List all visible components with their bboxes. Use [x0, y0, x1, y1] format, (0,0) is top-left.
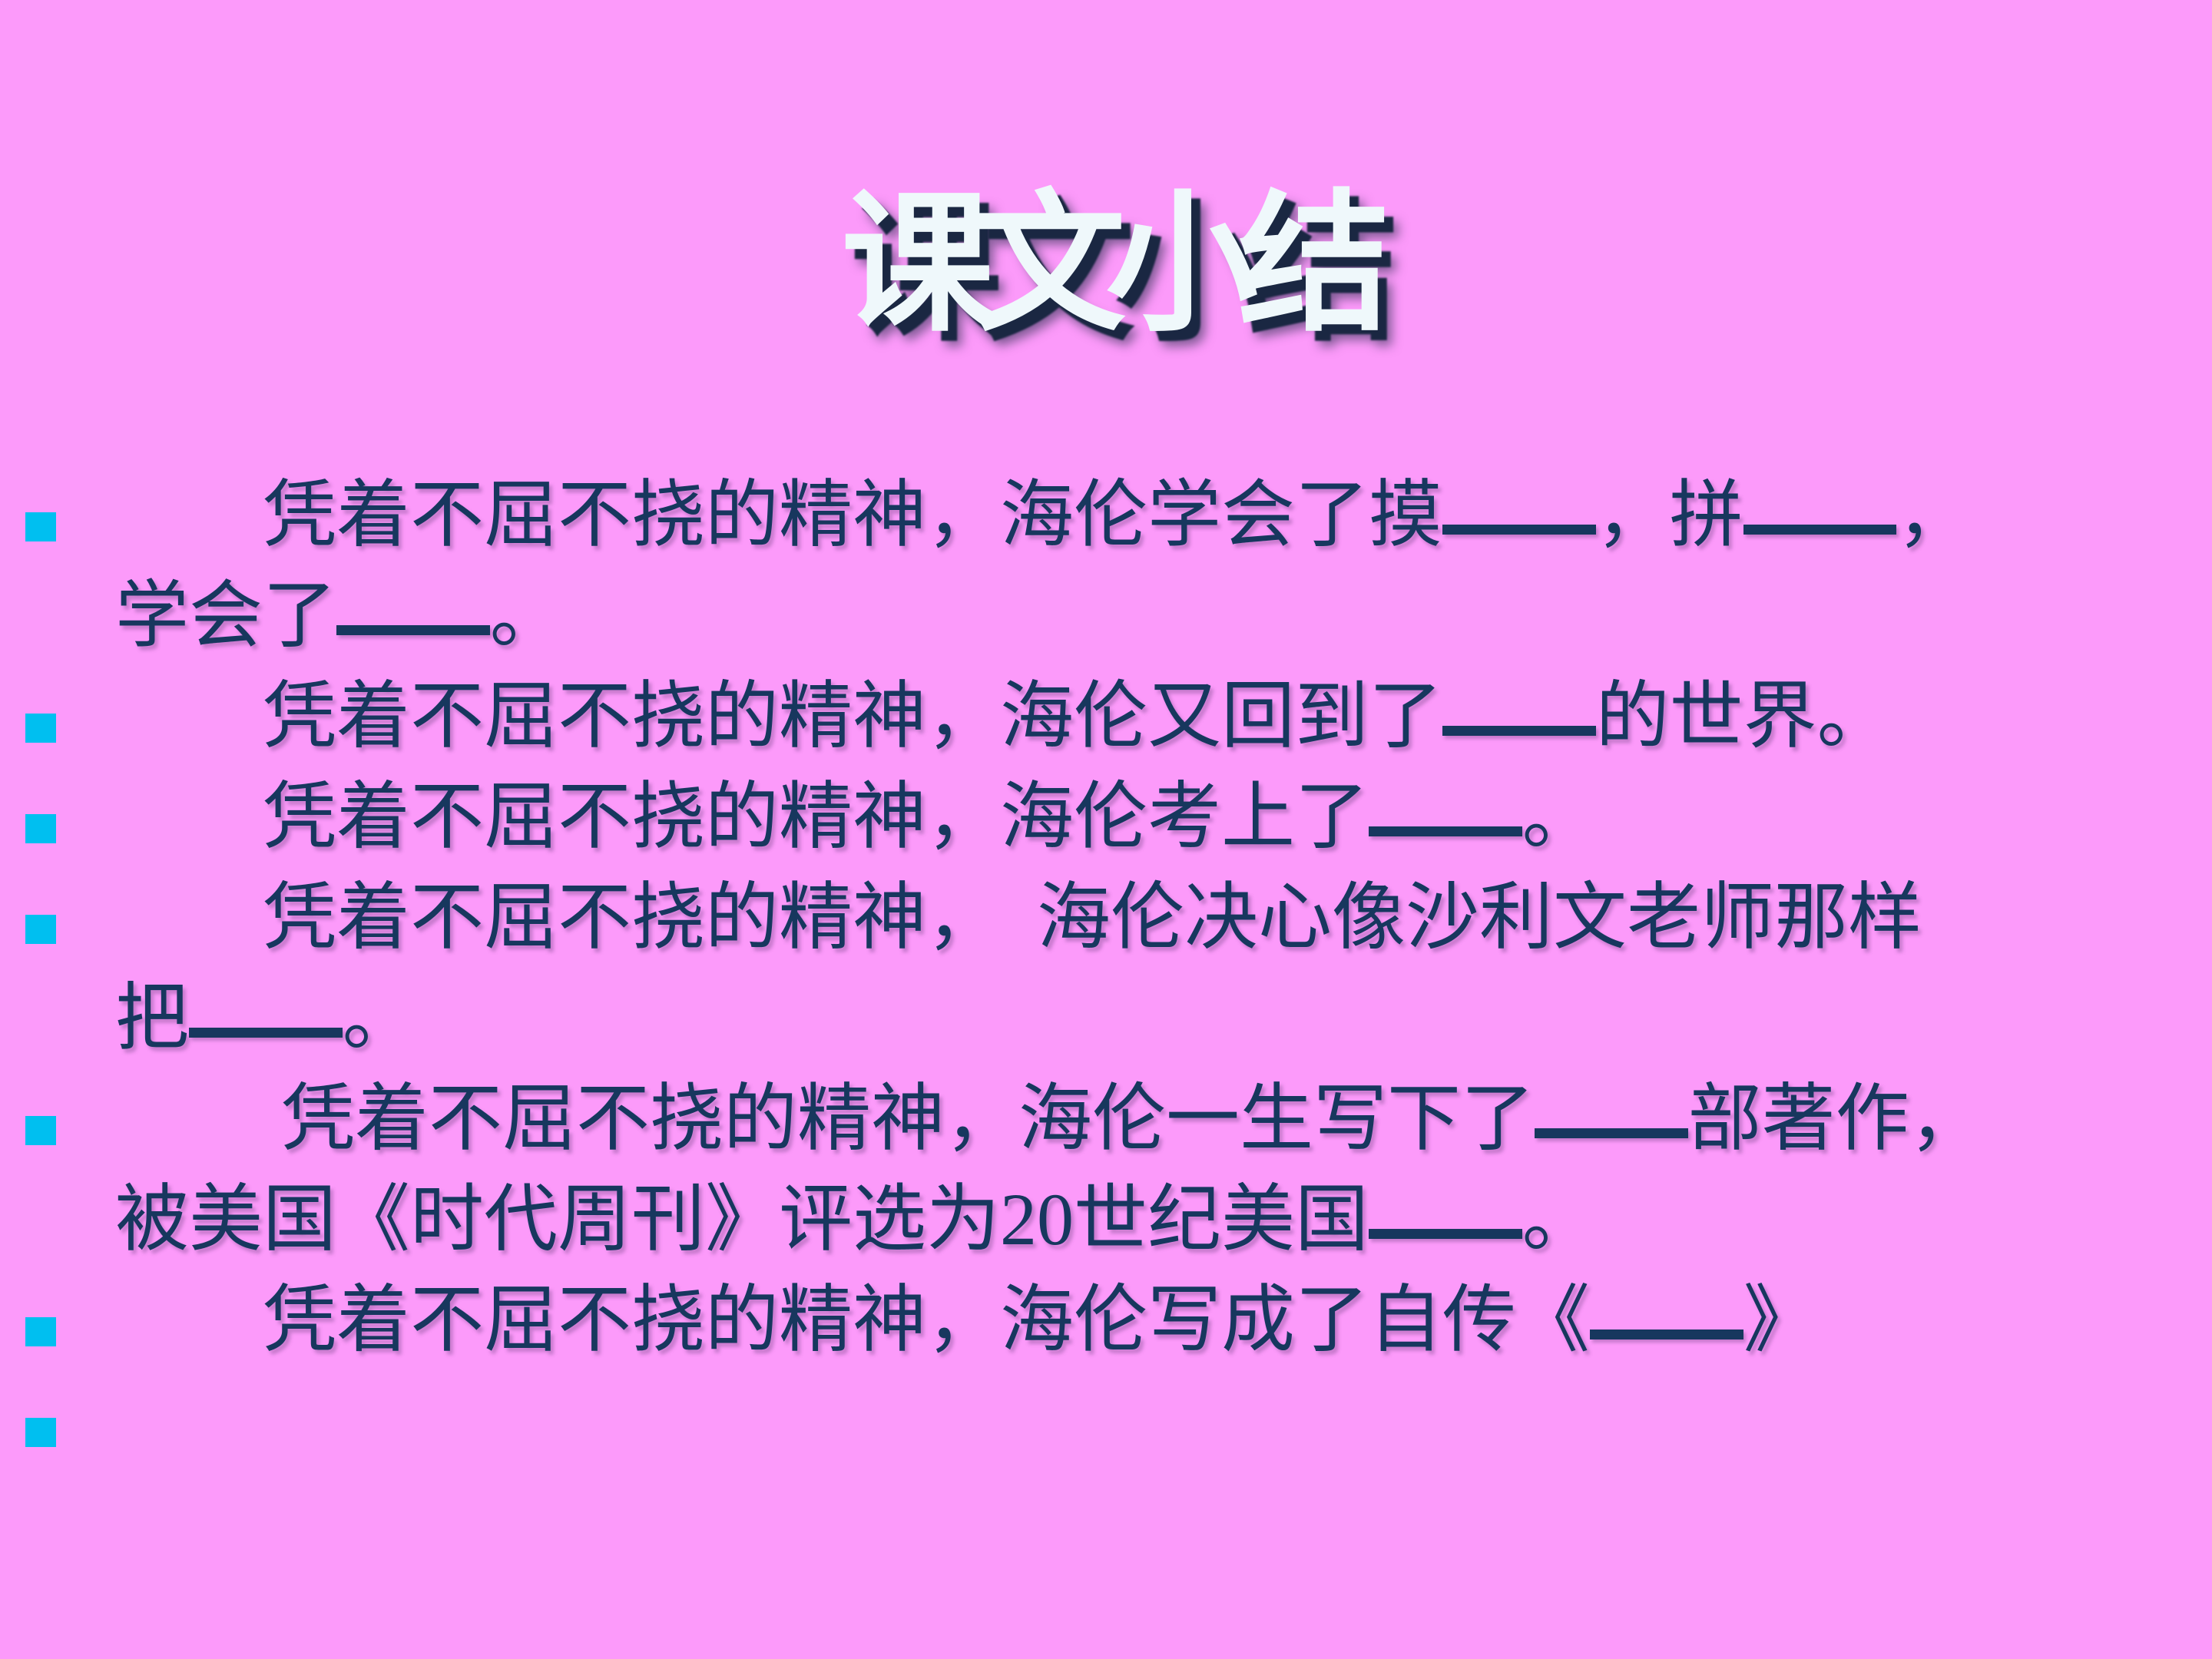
bullet-text: 凭着不屈不挠的精神， 海伦决心像沙利文老师那样 把。 — [115, 876, 1922, 1059]
bullet-item — [0, 1370, 2104, 1471]
bullet-square-icon — [25, 1115, 56, 1145]
bullet-text: 凭着不屈不挠的精神，海伦一生写下了部著作， 被美国《时代周刊》评选为20世纪美国… — [115, 1077, 1983, 1260]
bullet-item: 凭着不屈不挠的精神，海伦又回到了的世界。 — [0, 666, 2104, 767]
bullet-item: 凭着不屈不挠的精神， 海伦决心像沙利文老师那样 把。 — [0, 867, 2104, 1068]
bullet-text: 凭着不屈不挠的精神，海伦又回到了的世界。 — [115, 674, 1891, 757]
bullet-item: 凭着不屈不挠的精神，海伦一生写下了部著作， 被美国《时代周刊》评选为20世纪美国… — [0, 1068, 2104, 1270]
bullet-item: 凭着不屈不挠的精神，海伦学会了摸，拼， 学会了。 — [0, 465, 2104, 666]
bullet-square-icon — [25, 914, 56, 944]
bullet-square-icon — [25, 713, 56, 743]
bullet-item: 凭着不屈不挠的精神，海伦考上了。 — [0, 767, 2104, 867]
slide-title: 课文小结 — [841, 181, 1390, 349]
bullet-text: 凭着不屈不挠的精神，海伦学会了摸，拼， 学会了。 — [115, 473, 1971, 657]
bullet-square-icon — [25, 512, 56, 541]
bullet-square-icon — [25, 1316, 56, 1346]
bullet-square-icon — [25, 1417, 56, 1447]
bullet-square-icon — [25, 813, 56, 843]
bullet-text: 凭着不屈不挠的精神，海伦考上了。 — [115, 775, 1596, 858]
bullet-text: 凭着不屈不挠的精神，海伦写成了自传《》 — [115, 1278, 1817, 1361]
bullet-item: 凭着不屈不挠的精神，海伦写成了自传《》 — [0, 1270, 2104, 1370]
bullet-list: 凭着不屈不挠的精神，海伦学会了摸，拼， 学会了。 凭着不屈不挠的精神，海伦又回到… — [0, 465, 2212, 1471]
